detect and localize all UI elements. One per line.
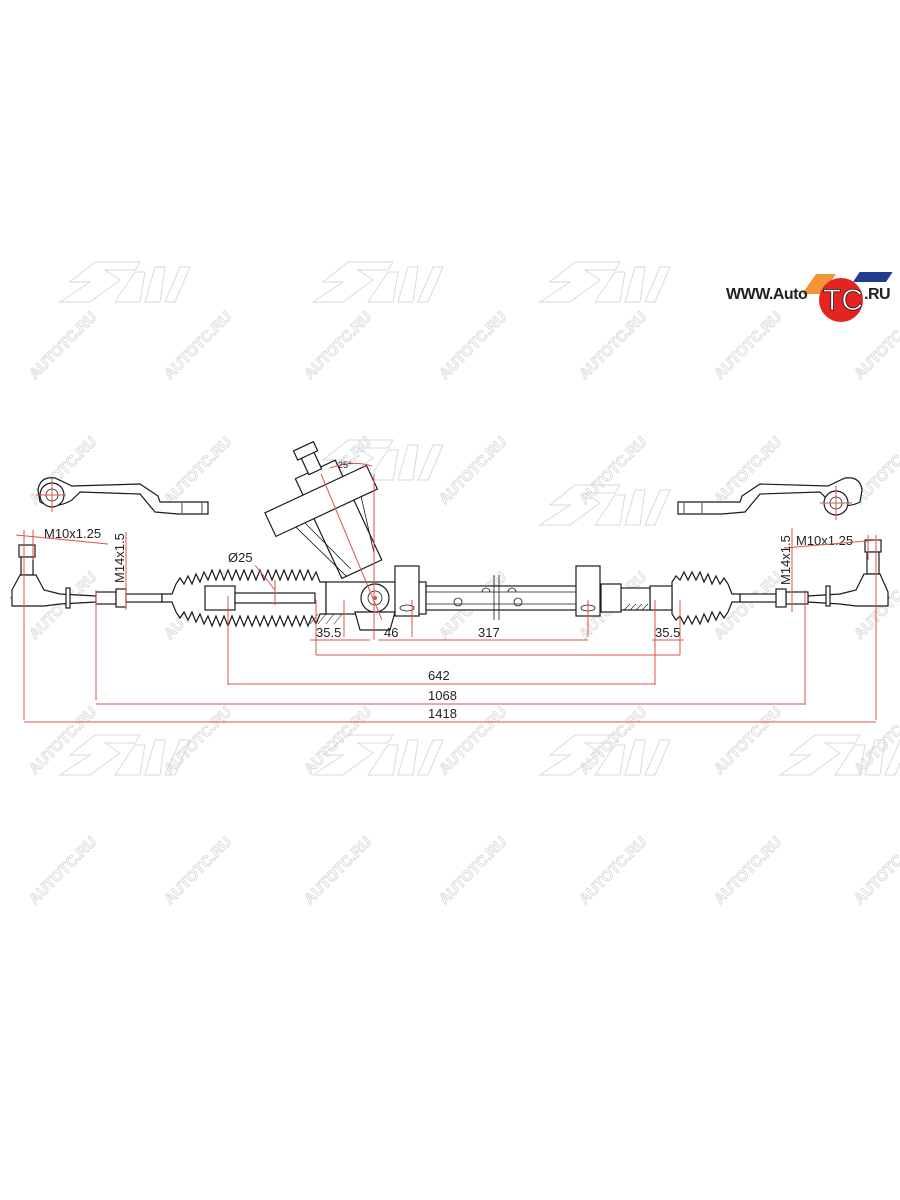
logo-tc-text: TC [823,284,863,317]
dimension-1418: 1418 [24,706,876,723]
thread-inner-right-label: M14x1.5 [778,535,793,585]
svg-text:AUTOTC.RU: AUTOTC.RU [851,834,900,908]
svg-text:AUTOTC.RU: AUTOTC.RU [576,704,650,778]
svg-text:AUTOTC.RU: AUTOTC.RU [26,834,100,908]
svg-text:AUTOTC.RU: AUTOTC.RU [301,704,375,778]
thread-outer-left-label: M10x1.25 [44,526,101,541]
pinion-valve-assembly: 25° [264,440,396,640]
svg-text:AUTOTC.RU: AUTOTC.RU [436,834,510,908]
tie-rod-end-top-right [677,477,863,520]
rack-diameter-label: Ø25 [228,550,253,565]
dim-right-offset: 35.5 [655,625,680,640]
svg-text:AUTOTC.RU: AUTOTC.RU [576,834,650,908]
thread-inner-left-label: M14x1.5 [112,533,127,583]
rack-housing [309,565,622,625]
svg-text:AUTOTC.RU: AUTOTC.RU [851,704,900,778]
logo-prefix-text: WWW.Auto [726,286,808,303]
thread-outer-right-label: M10x1.25 [796,533,853,548]
svg-text:AUTOTC.RU: AUTOTC.RU [436,434,510,508]
tie-rod-end-top-left [36,477,209,515]
svg-text:AUTOTC.RU: AUTOTC.RU [161,309,235,383]
dim-1418-label: 1418 [428,706,457,721]
svg-text:AUTOTC.RU: AUTOTC.RU [711,704,785,778]
svg-text:AUTOTC.RU: AUTOTC.RU [711,834,785,908]
svg-text:AUTOTC.RU: AUTOTC.RU [161,704,235,778]
svg-text:AUTOTC.RU: AUTOTC.RU [161,434,235,508]
boot-right [619,570,741,626]
dimension-642: 642 [228,668,655,685]
extension-lines [227,596,681,685]
svg-text:AUTOTC.RU: AUTOTC.RU [436,309,510,383]
svg-text:AUTOTC.RU: AUTOTC.RU [576,434,650,508]
svg-text:AUTOTC.RU: AUTOTC.RU [26,704,100,778]
pinion-angle-label: 25° [338,460,352,470]
dimension-1068: 1068 [96,688,805,705]
dimension-row-offsets: 35.5 46 317 35.5 [310,625,684,641]
dim-642-label: 642 [428,668,450,683]
svg-text:AUTOTC.RU: AUTOTC.RU [576,309,650,383]
logo-graphic-icon: TC [802,272,893,322]
logo-suffix-text: .RU [864,286,891,303]
svg-text:AUTOTC.RU: AUTOTC.RU [301,834,375,908]
svg-text:AUTOTC.RU: AUTOTC.RU [161,834,235,908]
autotc-logo: TC WWW.Auto .RU [726,272,896,322]
dim-1068-label: 1068 [428,688,457,703]
dim-left-offset: 35.5 [316,625,341,640]
outer-tie-rod-right [739,539,889,608]
dim-mount-spacing: 317 [478,625,500,640]
svg-text:AUTOTC.RU: AUTOTC.RU [301,309,375,383]
annotation-labels: M10x1.25 M14x1.5 Ø25 M10x1.25 M14x1.5 [15,526,879,720]
svg-text:AUTOTC.RU: AUTOTC.RU [26,309,100,383]
boot-left [161,568,327,628]
dim-pinion-offset: 46 [384,625,398,640]
svg-text:AUTOTC.RU: AUTOTC.RU [851,309,900,383]
svg-text:AUTOTC.RU: AUTOTC.RU [711,309,785,383]
